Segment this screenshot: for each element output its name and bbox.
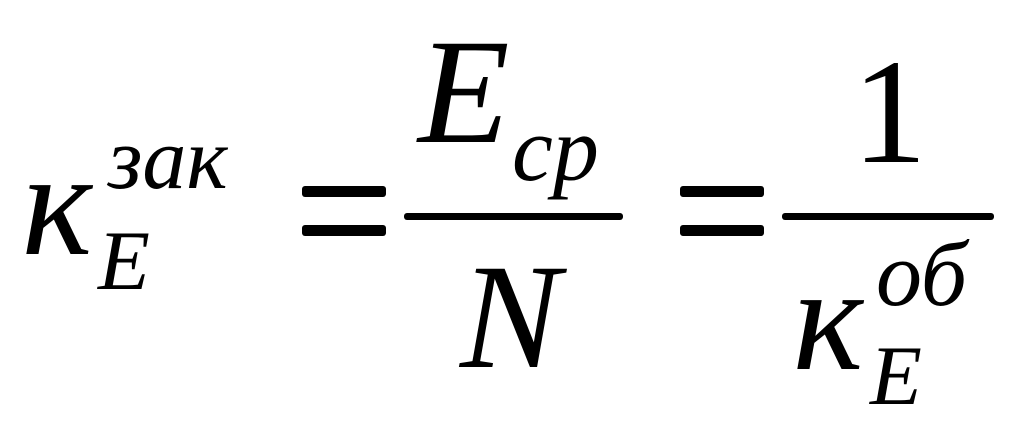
lhs-subscript: E: [98, 214, 150, 308]
fraction1-numerator: E: [418, 9, 510, 175]
fraction1-line: [404, 213, 623, 220]
fraction1-numerator-subscript: ср: [512, 98, 599, 200]
fraction2-denominator-base: к: [793, 236, 864, 402]
fraction2-line: [782, 213, 994, 220]
fraction2-numerator: 1: [852, 29, 927, 195]
fraction1-denominator: N: [460, 234, 561, 400]
lhs-base: к: [22, 121, 93, 287]
lhs-superscript: зак: [108, 111, 228, 208]
fraction2-denominator-superscript: об: [876, 223, 968, 325]
fraction2-denominator-subscript: E: [870, 329, 922, 423]
